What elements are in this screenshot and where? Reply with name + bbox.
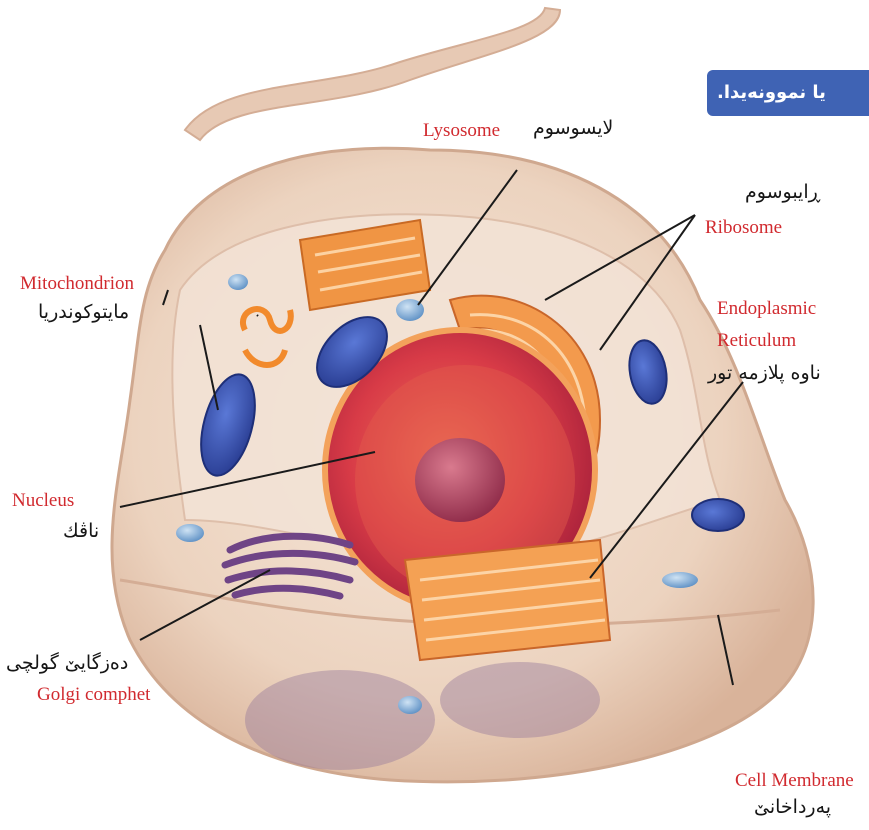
label-ribosome-en: Ribosome — [705, 218, 782, 237]
label-lysosome-en: Lysosome — [423, 121, 500, 140]
label-membrane-ku: پەرداخانێ — [754, 798, 831, 817]
label-er-en-line1: Endoplasmic — [717, 299, 816, 318]
label-mitochondrion-en: Mitochondrion — [20, 274, 134, 293]
label-nucleus-en: Nucleus — [12, 491, 74, 510]
nucleolus — [415, 438, 505, 522]
flagellum — [185, 8, 560, 140]
label-ribosome-ku: ڕایبوسوم — [745, 183, 820, 202]
section-banner: یا نموونەیدا. — [707, 70, 869, 116]
label-golgi-en: Golgi comphet — [37, 685, 150, 704]
vacuole — [440, 662, 600, 738]
label-golgi-ku: دەزگایێ گولچی — [6, 654, 128, 673]
label-membrane-en: Cell Membrane — [735, 771, 854, 790]
label-lysosome-ku: لایسوسوم — [533, 119, 613, 138]
label-mitochondrion-ku: مایتوکوندریا — [38, 303, 129, 322]
label-nucleus-ku: ناڤك — [63, 522, 99, 541]
rough-er-bottom — [405, 540, 610, 660]
vacuole — [245, 670, 435, 770]
label-er-ku: ناوە پلازمە تور — [708, 364, 821, 383]
label-er-en-line2: Reticulum — [717, 331, 796, 350]
